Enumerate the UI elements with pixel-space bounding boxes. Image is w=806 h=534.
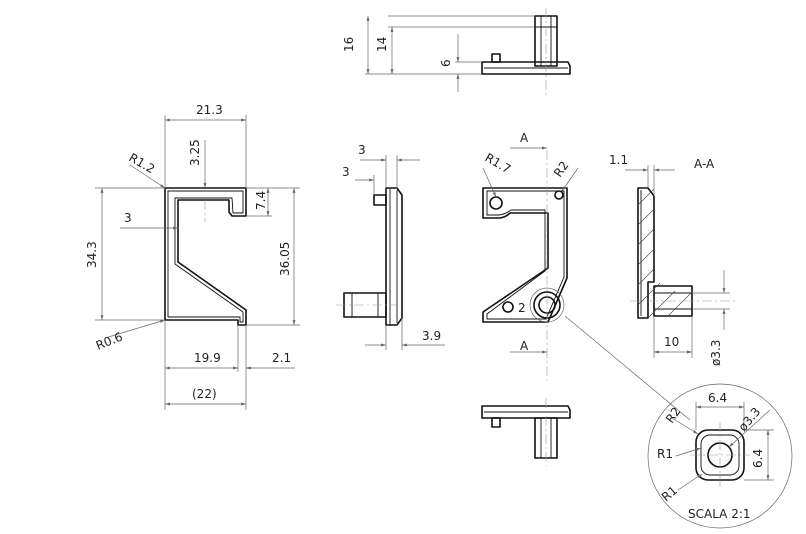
dim-label-r2: R2 [551,159,572,180]
dim-label-r0-6: R0.6 [94,330,125,353]
detail-dim-label-diameter: ø3.3 [736,405,764,434]
detail-dim-label-height: 6.4 [751,449,765,468]
detail-view: 6.4 6.4 ø3.3 R2 R1 R1 SCALA 2:1 [647,383,793,529]
bottom-view-base [481,405,571,419]
section-aa-view: A-A 1.1 10 ø3.3 [609,153,735,366]
dim-label-22: (22) [192,387,217,401]
dim-label-36-05: 36.05 [278,242,292,276]
section-view-hole-left [489,196,503,210]
leader-r1-mid [675,447,702,457]
section-hatch [637,208,655,226]
leader-r1-2 [129,164,166,189]
section-hatch [637,188,655,206]
front-view: 21.3 3.25 R1.2 7.4 3 34.3 36.05 R0.6 19.… [85,103,300,410]
section-label-top: A [520,131,529,145]
top-view-pin [491,53,501,63]
section-label-bottom: A [520,339,529,353]
dim-label-r1-7: R1.7 [483,150,514,176]
side-view-body [385,187,403,326]
section-view-hole-right [554,190,564,200]
dim-label-3-9: 3.9 [422,329,441,343]
leader-r1-low [677,473,703,491]
front-view-inner-edge [167,190,244,323]
section-hatch [637,228,655,246]
dim-label-19-9: 19.9 [194,351,221,365]
section-view-inner-edge [486,190,565,320]
dim-label-7-4: 7.4 [254,191,268,210]
leader-r2 [671,417,699,435]
bottom-view-pin [491,417,501,428]
dim-label-10: 10 [664,335,679,349]
section-hatch [647,290,676,319]
section-aa-body [637,187,655,319]
top-view-base [481,61,571,75]
leader-r2 [561,167,579,192]
dim-label-34-3: 34.3 [85,241,99,268]
dim-label-14: 14 [375,37,389,52]
section-hatch [637,268,655,286]
section-hatch [637,282,661,306]
section-hatch [667,291,693,317]
detail-dim-label-width: 6.4 [708,391,727,405]
detail-leader [564,315,691,421]
leader-d3-3 [728,409,771,448]
section-hatch [637,248,655,266]
top-view: 16 14 6 [342,8,571,96]
section-aa-title: A-A [694,157,715,171]
dim-label-2-1: 2.1 [272,351,291,365]
dim-label-6: 6 [439,59,453,67]
section-view: A A R1.7 R2 2 [482,131,691,421]
dim-label-3-top: 3 [358,143,366,157]
section-view-hole-bottom [502,301,514,313]
side-view: 3 3 3.9 [336,143,445,350]
detail-marker: 2 [518,301,526,315]
front-view-outline [164,187,247,326]
dim-label-21-3: 21.3 [196,103,223,117]
detail-label-r1-low: R1 [659,483,680,504]
dim-label-3: 3 [124,211,132,225]
section-view-outline [482,187,568,323]
leader-r1-7 [482,167,497,198]
bottom-view [481,398,571,466]
dim-label-d3-3: ø3.3 [709,340,723,366]
detail-border-circle [647,383,793,529]
detail-scale-label: SCALA 2:1 [688,507,751,521]
side-view-pin [373,194,387,206]
dim-label-3-25: 3.25 [188,139,202,166]
dim-label-3-mid: 3 [342,165,350,179]
dim-label-16: 16 [342,37,356,52]
detail-label-r1-mid: R1 [657,447,673,461]
leader-r0-6 [104,319,166,339]
dim-label-1-1: 1.1 [609,153,628,167]
